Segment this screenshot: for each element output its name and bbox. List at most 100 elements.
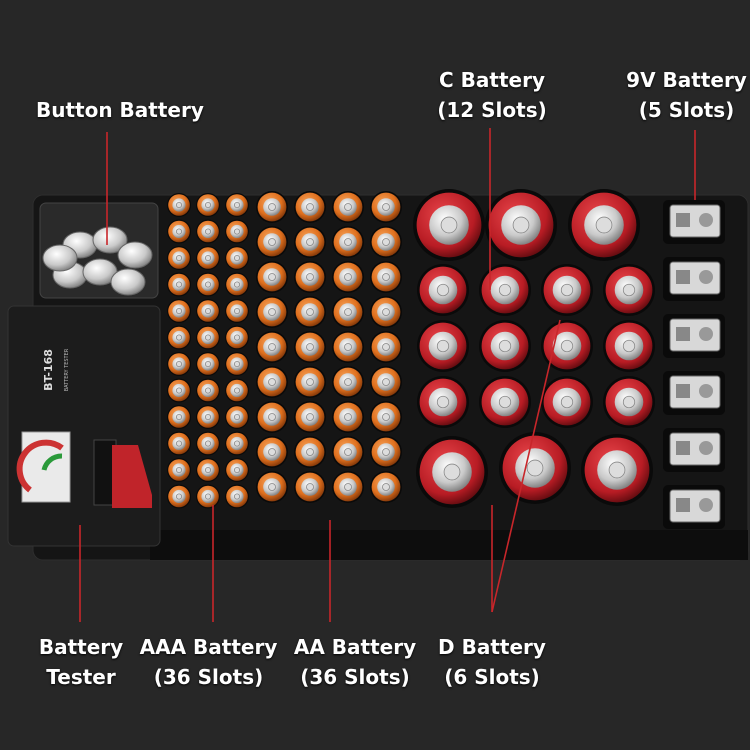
- 9v-terminal: [699, 441, 713, 455]
- aaa-battery: [225, 193, 249, 217]
- cell-nub: [233, 387, 241, 394]
- aa-battery: [256, 436, 288, 468]
- leader-lines: [79, 128, 696, 622]
- aaa-battery: [196, 246, 220, 270]
- cell-nub: [306, 203, 314, 211]
- 9v-terminal: [676, 213, 690, 227]
- aaa-battery: [196, 352, 220, 376]
- aa-battery: [370, 401, 402, 433]
- aa-battery: [256, 296, 288, 328]
- aaa-battery: [196, 272, 220, 297]
- cell-nub: [443, 463, 461, 481]
- aa-battery: [256, 331, 288, 363]
- cell-nub: [560, 339, 574, 353]
- d-battery: [581, 434, 653, 506]
- aa-battery: [294, 226, 326, 258]
- cell-nub: [268, 238, 276, 246]
- aa-battery: [332, 226, 364, 258]
- c-battery: [417, 264, 469, 316]
- cell-nub: [233, 334, 241, 341]
- cell-nub: [233, 413, 241, 421]
- c-battery: [479, 264, 531, 316]
- cell-nub: [436, 283, 450, 297]
- 9v-terminal: [699, 270, 713, 284]
- button-cell: [42, 244, 78, 272]
- d-battery: [485, 189, 557, 261]
- label-9v-battery: 9V Battery(5 Slots): [624, 65, 749, 125]
- aaa-battery: [167, 431, 191, 456]
- cell-nub: [344, 378, 352, 386]
- aaa-battery: [225, 458, 249, 482]
- 9v-terminal: [676, 384, 690, 398]
- cell-nub: [306, 308, 314, 316]
- 9v-battery: [663, 485, 725, 529]
- aaa-battery: [167, 405, 191, 429]
- cell-nub: [268, 203, 276, 211]
- aaa-battery: [196, 219, 220, 244]
- cell-nub: [498, 339, 512, 353]
- cell-nub: [233, 466, 241, 474]
- cell-nub: [382, 238, 390, 246]
- cell-nub: [622, 395, 636, 409]
- aa-battery: [370, 191, 402, 223]
- aa-battery: [332, 191, 364, 223]
- cell-nub: [233, 254, 241, 262]
- 9v-terminal: [699, 327, 713, 341]
- aa-battery: [256, 401, 288, 433]
- aa-battery: [256, 261, 288, 293]
- label-line: (36 Slots): [153, 665, 264, 689]
- c-battery: [603, 376, 655, 428]
- aaa-battery: [167, 246, 191, 270]
- aaa-battery: [225, 405, 249, 429]
- cell-nub: [268, 448, 276, 456]
- cell-nub: [526, 459, 544, 477]
- cell-nub: [233, 307, 241, 315]
- aaa-battery: [167, 193, 191, 217]
- aaa-battery: [225, 484, 249, 509]
- c-battery: [479, 376, 531, 428]
- cell-nub: [268, 343, 276, 351]
- aa-battery: [370, 296, 402, 328]
- d-battery: [413, 189, 485, 261]
- aaa-battery: [167, 325, 191, 350]
- cell-nub: [440, 216, 458, 234]
- cell-nub: [204, 493, 212, 500]
- cell-nub: [175, 228, 183, 235]
- d-battery: [416, 436, 488, 508]
- aaa-battery: [225, 299, 249, 323]
- label-line: (12 Slots): [437, 98, 547, 122]
- cell-nub: [204, 387, 212, 394]
- cell-nub: [306, 413, 314, 421]
- aa-battery: [370, 436, 402, 468]
- 9v-battery: [663, 257, 725, 301]
- c-battery: [541, 376, 593, 428]
- 9v-battery: [663, 200, 725, 244]
- cell-nub: [498, 283, 512, 297]
- tester-name-text: BATTERY TESTER: [64, 348, 70, 391]
- aa-battery: [294, 366, 326, 398]
- cell-nub: [233, 493, 241, 500]
- cell-nub: [175, 466, 183, 474]
- aa-battery: [294, 331, 326, 363]
- aaa-battery: [167, 458, 191, 482]
- label-line: (36 Slots): [300, 665, 410, 689]
- aaa-battery: [167, 484, 191, 509]
- cell-nub: [608, 461, 626, 479]
- label-line: Button Battery: [36, 98, 204, 122]
- cell-nub: [268, 483, 276, 491]
- aaa-battery: [196, 405, 220, 429]
- cell-nub: [268, 378, 276, 386]
- cell-nub: [382, 308, 390, 316]
- aa-battery: [256, 226, 288, 258]
- cell-nub: [306, 378, 314, 386]
- cell-nub: [344, 483, 352, 491]
- cell-nub: [175, 413, 183, 421]
- aa-battery: [256, 471, 288, 503]
- cell-nub: [344, 343, 352, 351]
- cell-nub: [344, 413, 352, 421]
- aaa-battery: [225, 246, 249, 270]
- cell-nub: [512, 216, 530, 234]
- button-cell: [117, 241, 153, 269]
